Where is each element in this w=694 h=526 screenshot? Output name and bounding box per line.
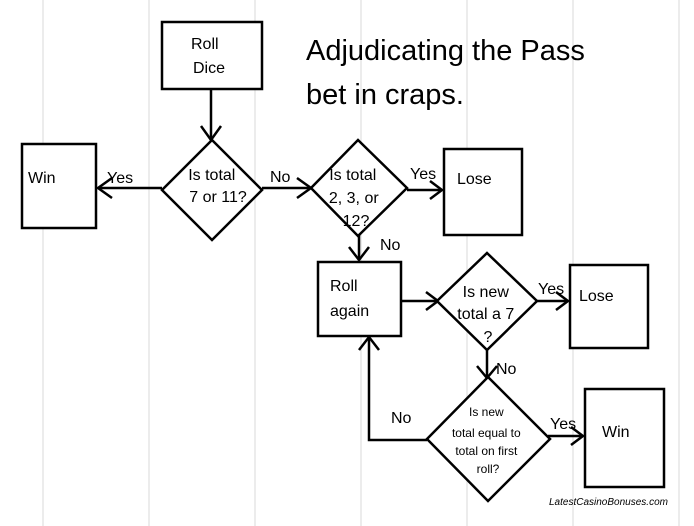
is-new-total-7-line-3: ? (484, 329, 493, 346)
edge-label-no-back-to-roll-again: No (391, 410, 412, 427)
edge-roll-again-to-is-new-total-7 (401, 291, 441, 311)
is-total-2-3-12-line-2: 2, 3, or (329, 190, 379, 207)
edge-no-to-is-new-total-equal (476, 350, 498, 380)
title-line-1: Adjudicating the Pass (306, 35, 585, 67)
is-new-total-7-line-2: total a 7 (457, 306, 514, 323)
node-lose-2: Lose (568, 263, 650, 350)
roll-dice-line-2: Dice (193, 60, 225, 77)
edge-yes-to-lose-1 (407, 180, 445, 200)
diagram-title: Adjudicating the Pass bet in craps. (306, 35, 593, 111)
edge-label-no-to-is-total-2-3-12: No (270, 169, 291, 186)
edge-yes-to-win-2 (548, 426, 586, 446)
edge-label-yes-to-win-2: Yes (550, 416, 576, 433)
svg-text:Is new total equal to: Is new total equal to total on first rol… (452, 405, 524, 476)
edge-label-yes-to-win-1: Yes (107, 170, 133, 187)
node-roll-dice: Roll Dice (160, 20, 264, 91)
node-roll-again: Roll again (316, 260, 403, 338)
title-line-2: bet in craps. (306, 79, 464, 111)
is-new-total-7-line-1: Is new (463, 284, 510, 301)
node-is-total-2-3-12: Is total 2, 3, or 12? (309, 138, 409, 238)
is-total-7-or-11-line-1: Is total (188, 167, 235, 184)
is-new-total-equal-line-4: roll? (477, 462, 500, 476)
is-total-7-or-11-line-2: 7 or 11? (189, 189, 247, 206)
node-lose-1: Lose (442, 147, 524, 237)
svg-text:Is new total a 7 ?: Is new total a 7 ? (457, 284, 518, 346)
roll-again-line-1: Roll (330, 278, 358, 295)
edge-label-yes-to-lose-1: Yes (410, 166, 436, 183)
node-is-total-7-or-11: Is total 7 or 11? (160, 138, 264, 242)
credit-watermark: LatestCasinoBonuses.com (549, 497, 668, 508)
svg-text:Roll again: Roll again (330, 278, 369, 320)
lose-2-label: Lose (579, 288, 614, 305)
is-total-2-3-12-line-1: Is total (329, 167, 376, 184)
edge-label-no-to-is-new-total-equal: No (496, 361, 517, 378)
lose-1-label: Lose (457, 171, 492, 188)
roll-dice-line-1: Roll (191, 36, 219, 53)
svg-text:Is total 2, 3, or: Is total 2, 3, or 12? (329, 167, 383, 230)
edge-yes-to-lose-2 (535, 291, 571, 311)
svg-text:Is total 7 or 11?: Is total 7 or 11? (188, 167, 247, 206)
edge-label-yes-to-lose-2: Yes (538, 281, 564, 298)
win-1-label: Win (28, 170, 56, 187)
roll-again-line-2: again (330, 303, 369, 320)
edge-label-no-to-roll-again: No (380, 237, 401, 254)
node-is-new-total-7: Is new total a 7 ? (435, 251, 539, 352)
is-total-2-3-12-line-3: 12? (343, 213, 370, 230)
svg-text:Roll Dice: Roll Dice (191, 36, 225, 77)
node-win-1: Win (20, 142, 98, 230)
node-is-new-total-equal: Is new total equal to total on first rol… (425, 375, 552, 503)
edge-roll-dice-to-is-total-7-or-11 (199, 89, 223, 143)
is-new-total-equal-line-1: Is new (469, 405, 504, 419)
is-new-total-equal-line-3: total on first (455, 444, 518, 458)
win-2-label: Win (602, 424, 630, 441)
node-win-2: Win (583, 387, 666, 489)
edge-yes-to-win-1 (95, 176, 162, 200)
is-new-total-equal-line-2: total equal to (452, 426, 521, 440)
